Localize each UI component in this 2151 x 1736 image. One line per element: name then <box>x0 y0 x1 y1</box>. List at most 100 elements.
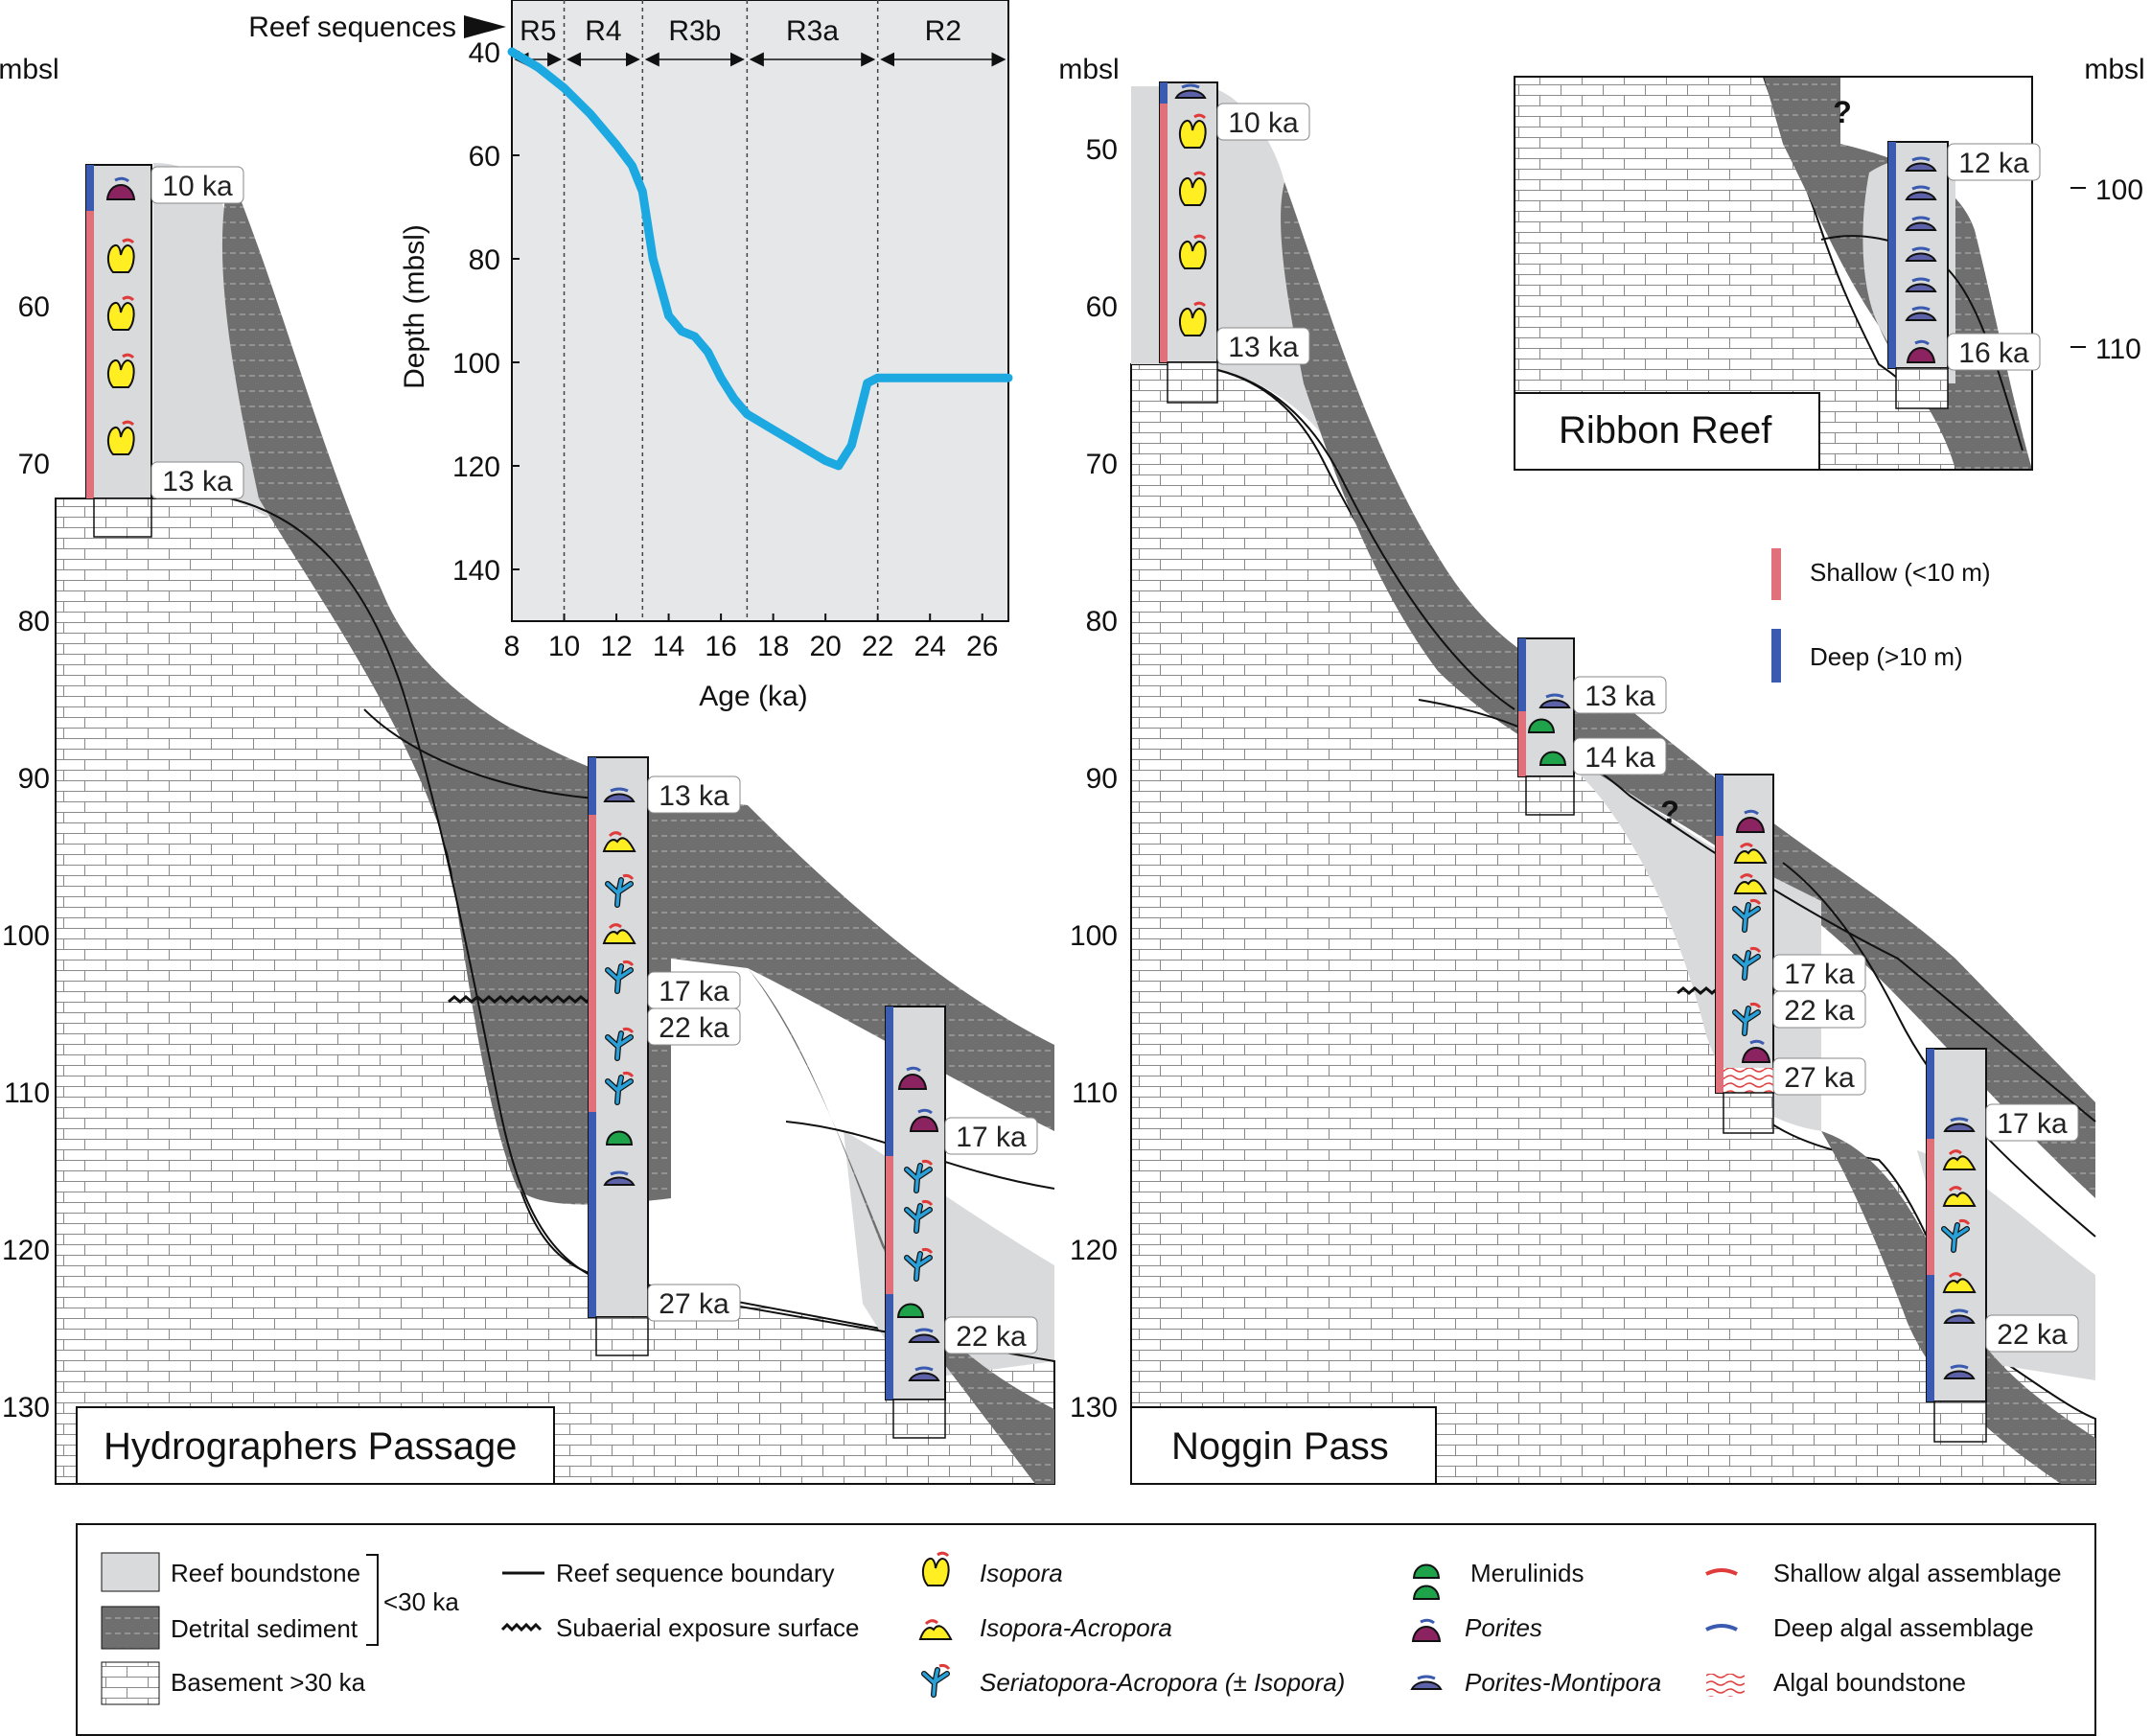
x-tick-label: 26 <box>966 631 998 662</box>
np-core-1: 10 ka 13 ka <box>1159 81 1310 404</box>
np-core-2: 13 ka 14 ka <box>1517 637 1667 816</box>
y-tick-label: 100 <box>452 348 500 380</box>
legend-detrital-swatch <box>101 1606 160 1650</box>
reef-sequences-label: Reef sequences <box>248 12 456 43</box>
chart-y-ticks: 40 60 80 100 120 140 <box>452 37 520 587</box>
np-core-2-age-2: 14 ka <box>1584 742 1655 774</box>
x-tick-label: 18 <box>757 631 789 662</box>
hp-core-3: 17 ka 22 ka <box>885 1006 1038 1439</box>
ribbon-reef-inset: ? 12 ka 16 ka Ribbon Reef mbsl 100 110 <box>1514 54 2145 471</box>
hp-core-1-bottom-age-box <box>150 461 244 499</box>
legend-shallow-algal: Shallow algal assemblage <box>1773 1559 2062 1587</box>
deep-swatch <box>1771 629 1781 683</box>
y-tick-label: 40 <box>469 37 500 69</box>
hp-core-1: 10 ka 13 ka <box>85 164 244 538</box>
np-core-3-age-3: 27 ka <box>1784 1062 1855 1094</box>
legend-merulinids: Merulinids <box>1470 1559 1584 1587</box>
legend-sequence-boundary: Reef sequence boundary <box>556 1559 835 1587</box>
np-tick-90: 90 <box>1086 763 1118 795</box>
np-question-mark: ? <box>1660 795 1679 829</box>
np-core-2-age-1: 13 ka <box>1584 681 1655 712</box>
y-tick-label: 80 <box>469 244 500 276</box>
np-boundary-1 <box>1168 363 1515 710</box>
legend-exposure: Subaerial exposure surface <box>556 1613 860 1642</box>
np-core-4-age-2: 22 ka <box>1997 1319 2068 1351</box>
np-tick-80: 80 <box>1086 606 1118 637</box>
legend-deep-algal: Deep algal assemblage <box>1773 1613 2034 1642</box>
np-boundary-2 <box>1418 699 2096 1123</box>
reef-sequences-arrow <box>464 15 506 38</box>
chart-ylabel: Depth (mbsl) <box>399 224 430 389</box>
hp-tick-100: 100 <box>2 920 50 952</box>
hp-core-2-age-4: 27 ka <box>659 1288 729 1320</box>
np-tick-50: 50 <box>1086 134 1118 166</box>
hp-core-2-age-2: 17 ka <box>659 976 729 1007</box>
np-core-1-age-1: 10 ka <box>1228 107 1299 139</box>
shallow-swatch <box>1771 548 1781 600</box>
y-tick-label: 120 <box>452 451 500 483</box>
hp-depth-ticks: 60 70 80 90 100 110 120 130 <box>2 291 50 1424</box>
hp-detrital-upper <box>221 173 1054 1205</box>
legend-deep-algal-swatch <box>1705 1624 1738 1632</box>
rr-title: Ribbon Reef <box>1559 409 1772 451</box>
np-tick-70: 70 <box>1086 449 1118 480</box>
deep-label: Deep (>10 m) <box>1810 642 1963 671</box>
legend-boundstone: Reef boundstone <box>171 1559 360 1587</box>
x-tick-label: 14 <box>653 631 684 662</box>
hp-core-1-bottom-age: 13 ka <box>162 466 233 498</box>
sequence-label-r3a: R3a <box>786 15 839 47</box>
legend-shallow-algal-swatch <box>1705 1568 1738 1576</box>
hp-tick-120: 120 <box>2 1235 50 1266</box>
hp-tick-80: 80 <box>18 606 50 637</box>
sequence-label-r3b: R3b <box>668 15 721 47</box>
np-detrital-lower <box>1821 1131 2095 1484</box>
x-tick-label: 16 <box>705 631 736 662</box>
sea-level-curve <box>507 47 1013 471</box>
x-tick-label: 24 <box>914 631 946 662</box>
hp-detrital-lower <box>748 968 1054 1484</box>
x-tick-label: 22 <box>862 631 893 662</box>
rr-age-2: 16 ka <box>1958 337 2029 369</box>
rr-question-mark: ? <box>1833 95 1852 129</box>
np-detrital-upper <box>1281 182 2095 1198</box>
noggin-panel: ? 10 ka 13 ka 13 ka <box>1058 54 2096 1485</box>
legend-basement-swatch <box>101 1661 160 1705</box>
hp-core-1-top-age-box <box>150 166 244 204</box>
np-core-4: 17 ka 22 ka <box>1926 1048 2079 1443</box>
rr-age-1: 12 ka <box>1958 148 2029 179</box>
hp-core-3-age-1: 17 ka <box>956 1122 1027 1153</box>
np-title-box <box>1130 1406 1437 1485</box>
np-core-1-age-2: 13 ka <box>1228 332 1299 363</box>
legend: Reef boundstone Detrital sediment <30 ka… <box>76 1523 2096 1736</box>
shallow-label: Shallow (<10 m) <box>1810 558 1991 587</box>
hp-depth-unit: mbsl <box>0 54 59 85</box>
np-tick-60: 60 <box>1086 291 1118 323</box>
y-tick-label: 60 <box>469 141 500 173</box>
np-depth-ticks: 50 60 70 80 90 100 110 120 130 <box>1070 134 1118 1424</box>
x-tick-label: 8 <box>504 631 520 662</box>
hp-core-2-age-1: 13 ka <box>659 780 729 812</box>
legend-basement: Basement >30 ka <box>171 1668 366 1697</box>
hp-core-1-top-age: 10 ka <box>162 171 233 202</box>
legend-algal-boundstone: Algal boundstone <box>1773 1668 1966 1697</box>
water-depth-key: Shallow (<10 m) Deep (>10 m) <box>1771 548 1991 683</box>
hp-tick-110: 110 <box>4 1077 50 1109</box>
legend-algal-boundstone-swatch <box>1706 1674 1745 1697</box>
sequence-label-r5: R5 <box>520 15 556 47</box>
legend-porites: Porites <box>1465 1613 1542 1642</box>
np-title: Noggin Pass <box>1171 1425 1389 1468</box>
rr-tick-100: 100 <box>2095 174 2143 206</box>
rr-core: 12 ka 16 ka <box>1887 141 2041 409</box>
x-tick-label: 10 <box>548 631 580 662</box>
np-core-3: 17 ka 22 ka 27 ka <box>1715 774 1866 1134</box>
np-core-3-age-2: 22 ka <box>1784 995 1855 1027</box>
y-tick-label: 140 <box>452 555 500 587</box>
hp-tick-60: 60 <box>18 291 50 323</box>
np-tick-100: 100 <box>1070 920 1118 952</box>
np-boundary-3 <box>1782 862 2096 1238</box>
rr-depth-unit: mbsl <box>2084 54 2144 85</box>
chart-sequence-lines <box>563 0 879 621</box>
